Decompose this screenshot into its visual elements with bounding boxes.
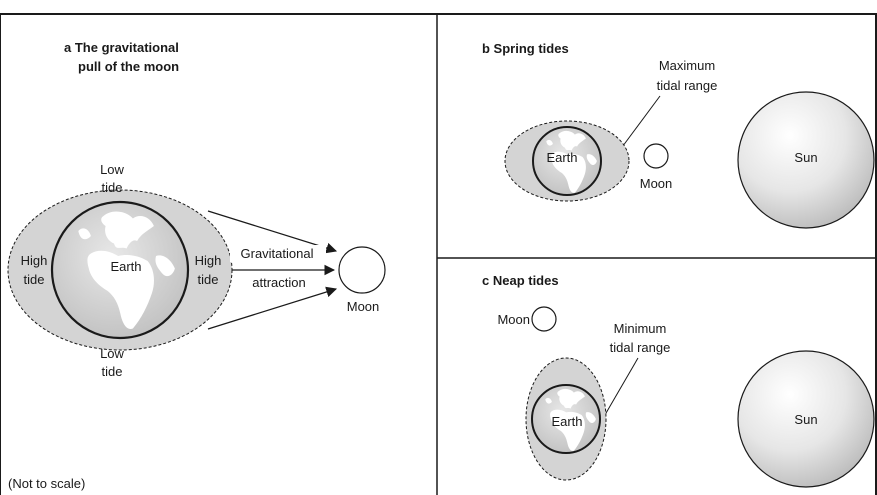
earth-label-c: Earth xyxy=(551,414,582,429)
attraction-arrow-lower xyxy=(207,286,338,330)
low-tide-top-label-2: tide xyxy=(102,180,123,195)
moon-circle-c xyxy=(531,306,557,332)
sun-label-b: Sun xyxy=(794,150,817,165)
max-range-label-2: tidal range xyxy=(657,78,718,93)
min-range-label-2: tidal range xyxy=(610,340,671,355)
high-tide-right-label-2: tide xyxy=(198,272,219,287)
sun-circle-c xyxy=(737,350,875,488)
earth-globe-b xyxy=(532,126,602,196)
low-tide-bottom-label-1: Low xyxy=(100,346,124,361)
attraction-arrow-upper xyxy=(207,210,338,254)
high-tide-left-label-2: tide xyxy=(24,272,45,287)
moon-label-c: Moon xyxy=(497,312,530,327)
panel-b: b Spring tides Maximum tidal range Earth… xyxy=(482,41,875,229)
max-range-label-1: Maximum xyxy=(659,58,715,73)
attraction-label: attraction xyxy=(252,275,305,290)
panel-a-title-line1: a The gravitational xyxy=(64,40,179,55)
earth-globe-c xyxy=(531,384,601,454)
gravitational-label: Gravitational xyxy=(241,246,314,261)
min-range-label-1: Minimum xyxy=(614,321,667,336)
earth-label-b: Earth xyxy=(546,150,577,165)
not-to-scale-note: (Not to scale) xyxy=(8,476,85,491)
low-tide-bottom-label-2: tide xyxy=(102,364,123,379)
moon-label-a: Moon xyxy=(347,299,380,314)
force-label-bg-2 xyxy=(242,274,316,291)
high-tide-right-label-1: High xyxy=(195,253,222,268)
panel-a: a The gravitational pull of the moon Low… xyxy=(7,40,386,491)
sun-label-c: Sun xyxy=(794,412,817,427)
sun-circle-b xyxy=(737,91,875,229)
panel-a-title-line2: pull of the moon xyxy=(78,59,179,74)
moon-circle-b xyxy=(643,143,669,169)
force-label-bg-1 xyxy=(230,245,326,262)
moon-label-b: Moon xyxy=(640,176,673,191)
panel-c: c Neap tides Moon Minimum tidal range Ea… xyxy=(482,273,875,488)
earth-label-a: Earth xyxy=(110,259,141,274)
earth-globe-a xyxy=(50,200,190,340)
panel-b-title: b Spring tides xyxy=(482,41,569,56)
panel-c-title: c Neap tides xyxy=(482,273,559,288)
moon-circle-a xyxy=(338,246,386,294)
low-tide-top-label-1: Low xyxy=(100,162,124,177)
min-range-pointer xyxy=(601,357,639,421)
high-tide-left-label-1: High xyxy=(21,253,48,268)
